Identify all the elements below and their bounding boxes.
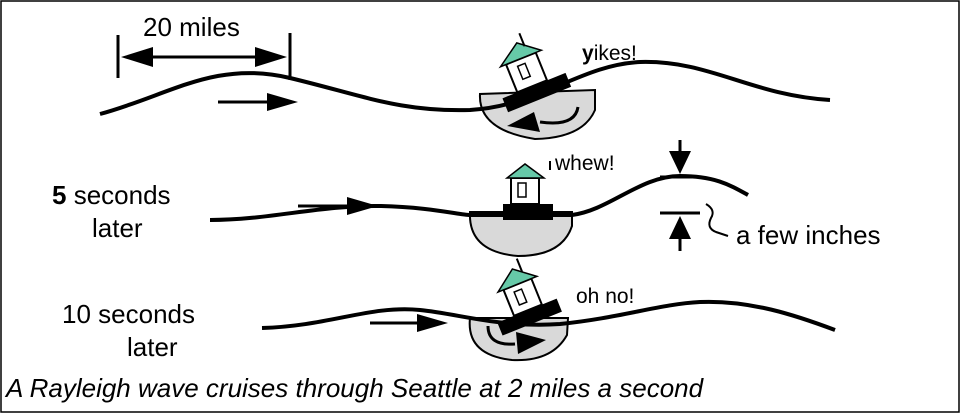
boat-3-roof (496, 268, 540, 294)
boat-3-antenna (515, 258, 523, 272)
motion-arrow-3 (370, 314, 448, 332)
wave-row-3 (261, 258, 836, 362)
boat-1-house (498, 32, 572, 113)
boat-2-house (503, 161, 553, 220)
exclaim-yikes: yikes! (582, 42, 637, 65)
row-3-label-line-1: 10 seconds (62, 299, 195, 329)
boat-3-rotation-arrow (486, 325, 516, 346)
row-2-label-line-2: later (92, 213, 143, 243)
wave-row-2 (209, 140, 749, 258)
amplitude-indicator (660, 140, 729, 251)
boat-3-rotation-arrowhead (516, 332, 546, 354)
scale-arrowhead-left (121, 47, 153, 67)
wave-row-1 (99, 32, 831, 141)
row-2-label-line-1: 5 seconds (52, 180, 171, 210)
scale-arrowhead-right (255, 47, 287, 67)
boat-1-roof (498, 42, 544, 69)
boat-2-roof (504, 163, 547, 179)
motion-arrow-2 (298, 197, 378, 215)
amplitude-label: a few inches (736, 220, 881, 250)
boat-1-rotation-arrowhead (507, 112, 540, 132)
boat-1-rotation-arrow (539, 106, 580, 125)
exclaim-oh-no: oh no! (576, 285, 634, 308)
row-3-label-line-2: later (127, 332, 178, 362)
boat-2-deck (503, 204, 553, 220)
boat-3-window (513, 288, 528, 307)
boat-1-window (516, 62, 532, 81)
boat-3-house (496, 258, 562, 336)
motion-arrow-1 (218, 93, 298, 111)
boat-2-hull (468, 211, 573, 258)
amplitude-arrow-up (669, 216, 691, 239)
boat-2-window (517, 182, 527, 198)
boat-3-deck (497, 298, 562, 336)
caption: A Rayleigh wave cruises through Seattle … (4, 373, 705, 403)
amplitude-leader (705, 203, 729, 237)
wave-1 (99, 59, 831, 116)
wave-3 (261, 299, 836, 332)
amplitude-arrow-down (669, 151, 691, 174)
exclaim-whew: whew! (554, 152, 615, 175)
scale-bar (116, 33, 292, 80)
scale-label: 20 miles (143, 12, 240, 42)
boat-1-antenna (518, 32, 526, 47)
boat-1-deck (502, 72, 572, 113)
